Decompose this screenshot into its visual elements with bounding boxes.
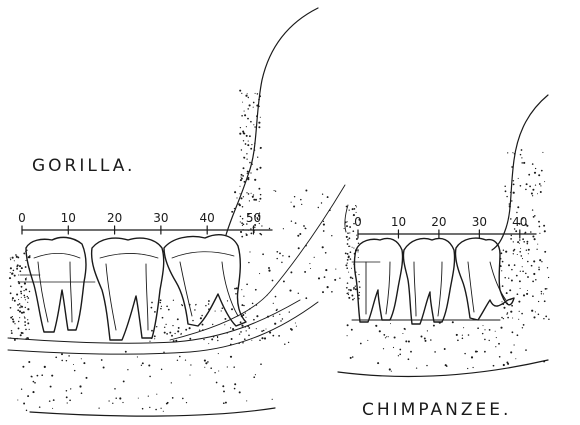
gorilla-molar-2 — [92, 238, 164, 340]
gorilla-label: GORILLA. — [32, 156, 135, 176]
gorilla-molar-1 — [26, 237, 86, 332]
gorilla-scale-tick-label-30: 30 — [153, 211, 168, 225]
gorilla-scale-tick-label-10: 10 — [61, 211, 76, 225]
chimpanzee-scale-tick-label-0: 0 — [354, 215, 362, 229]
gorilla-bone-stipple — [9, 90, 345, 412]
gorilla-ramus-outline — [226, 8, 318, 235]
gorilla-jaw: 0 10 20 30 40 50 — [8, 8, 345, 416]
chimpanzee-scale-tick-label-10: 10 — [391, 215, 406, 229]
gorilla-scale-tick-label-0: 0 — [18, 211, 26, 225]
chimpanzee-molar-2 — [403, 238, 454, 324]
chimpanzee-molar-1 — [355, 238, 403, 322]
gorilla-scale-tick-label-20: 20 — [107, 211, 122, 225]
gorilla-alveolar-line — [18, 275, 95, 282]
chimpanzee-scale-tick-label-20: 20 — [431, 215, 446, 229]
chimpanzee-label: CHIMPANZEE. — [362, 400, 511, 420]
gorilla-scale: 0 10 20 30 40 50 — [18, 211, 272, 234]
gorilla-scale-tick-label-40: 40 — [200, 211, 215, 225]
gorilla-molar-3 — [164, 235, 246, 326]
chimpanzee-bone-stipple — [345, 149, 550, 372]
chimpanzee-scale-tick-label-30: 30 — [472, 215, 487, 229]
gorilla-scale-tick-label-50: 50 — [246, 211, 261, 225]
chimpanzee-front-outline — [345, 205, 348, 232]
chimpanzee-scale-tick-label-40: 40 — [512, 215, 527, 229]
gorilla-base-line — [30, 408, 275, 416]
chimpanzee-base-line — [338, 360, 548, 376]
chimpanzee-jaw: 0 10 20 30 40 — [338, 95, 550, 376]
